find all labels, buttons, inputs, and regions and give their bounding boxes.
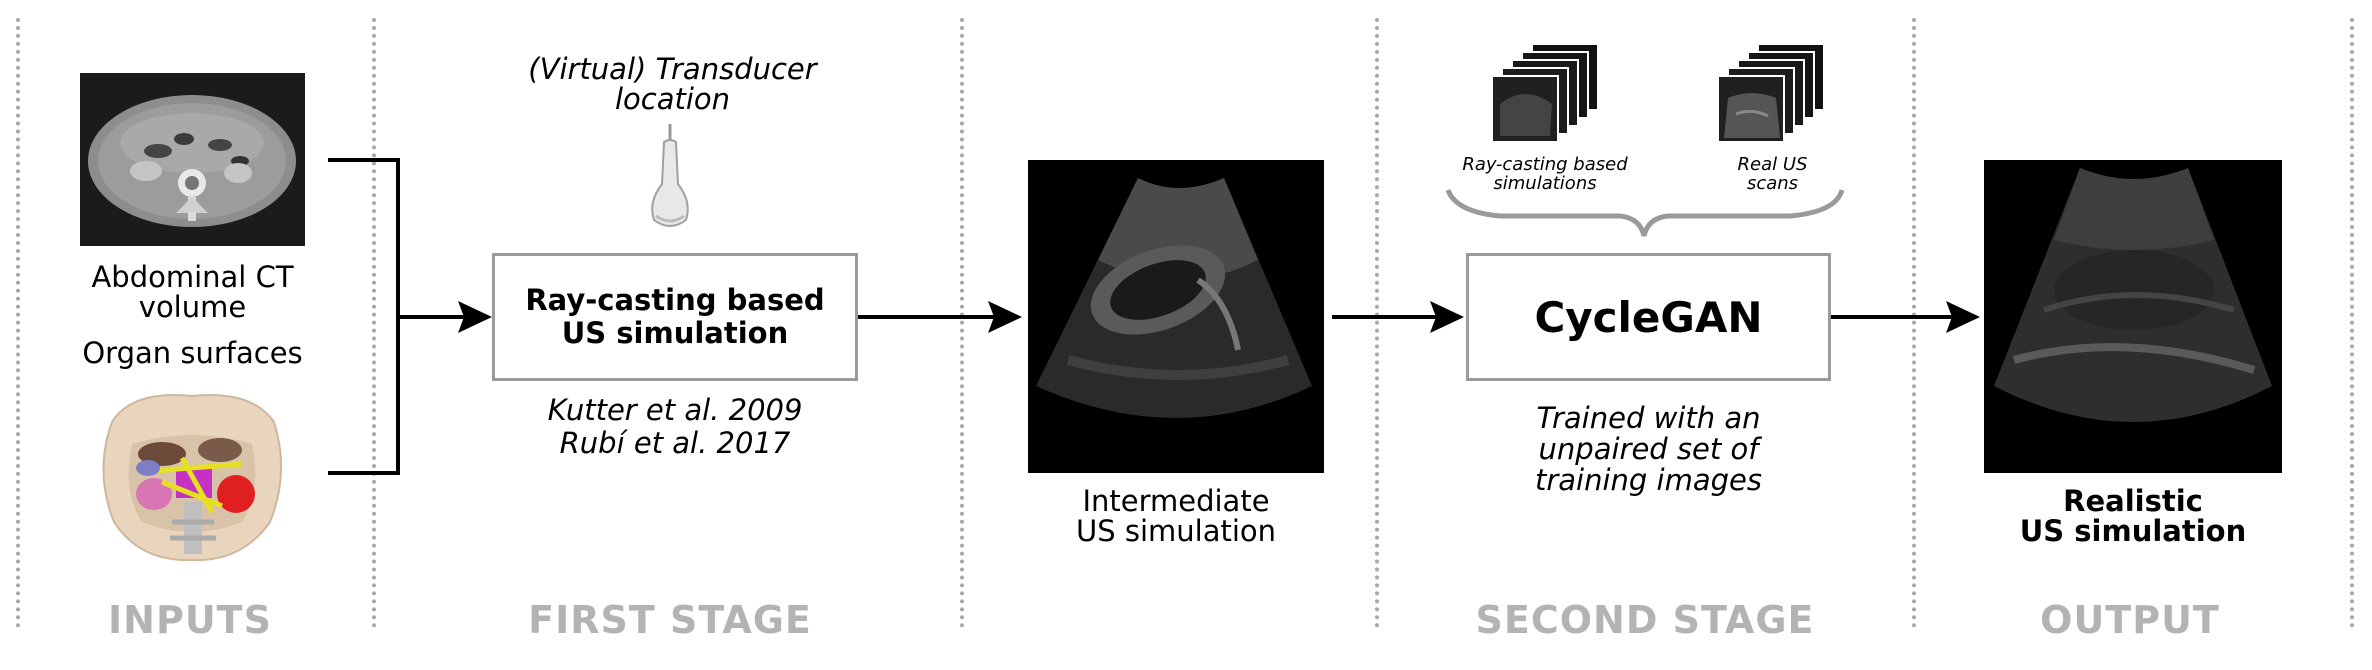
arrow-inputs-to-raycasting — [398, 301, 492, 333]
simulations-set-label: Ray-casting based simulations — [1440, 155, 1650, 193]
separator-6 — [2350, 18, 2354, 628]
training-note-line3: training images — [1534, 463, 1762, 497]
training-note-line1: Trained with an — [1536, 401, 1761, 435]
ct-label-line1: Abdominal CT — [91, 260, 294, 294]
arrow-intermediate-to-cyclegan — [1332, 301, 1464, 333]
intermediate-label: Intermediate US simulation — [1028, 486, 1324, 546]
cyclegan-box: CycleGAN — [1466, 253, 1831, 381]
intermediate-label-line1: Intermediate — [1082, 484, 1270, 518]
output-label-line1: Realistic — [2063, 484, 2203, 518]
separator-5 — [1912, 18, 1916, 628]
transducer-label-line2: location — [614, 82, 731, 116]
arrow-raycasting-to-intermediate — [858, 301, 1022, 333]
separator-1 — [16, 18, 20, 628]
real-scans-set-line1: Real US — [1737, 154, 1808, 175]
intermediate-label-line2: US simulation — [1075, 514, 1277, 548]
intermediate-us-image — [1028, 160, 1324, 473]
training-note: Trained with an unpaired set of training… — [1466, 403, 1831, 496]
stage-second: SECOND STAGE — [1475, 598, 1815, 642]
real-scans-set-line2: scans — [1746, 173, 1799, 194]
output-label: Realistic US simulation — [1984, 486, 2282, 546]
cyclegan-box-label: CycleGAN — [1534, 292, 1763, 342]
reference-kutter: Kutter et al. 2009 — [547, 393, 803, 427]
organ-surfaces-image — [92, 382, 292, 567]
raycasting-box-line2: US simulation — [561, 316, 789, 350]
training-set-brace — [1445, 188, 1845, 237]
separator-2 — [372, 18, 376, 628]
arrow-cyclegan-to-output — [1831, 301, 1980, 333]
output-label-line2: US simulation — [2019, 514, 2247, 548]
real-us-image-stack — [1717, 43, 1826, 152]
raycasting-box-line1: Ray-casting based — [525, 283, 825, 317]
simulated-image-stack — [1491, 43, 1600, 152]
stage-inputs: INPUTS — [108, 598, 272, 642]
separator-3 — [960, 18, 964, 628]
simulations-set-line2: simulations — [1493, 173, 1597, 194]
ct-label: Abdominal CT volume — [60, 262, 325, 322]
real-scans-set-label: Real US scans — [1700, 155, 1845, 193]
input-bracket — [328, 158, 400, 475]
transducer-icon — [634, 124, 706, 234]
stage-output: OUTPUT — [2040, 598, 2220, 642]
training-note-line2: unpaired set of — [1538, 432, 1759, 466]
reference-rubi: Rubí et al. 2017 — [559, 426, 791, 460]
transducer-label-line1: (Virtual) Transducer — [528, 52, 817, 86]
separator-4 — [1375, 18, 1379, 628]
realistic-us-image — [1984, 160, 2282, 473]
ct-label-line2: volume — [138, 290, 247, 324]
simulations-set-line1: Ray-casting based — [1462, 154, 1628, 175]
raycasting-box: Ray-casting based US simulation — [492, 253, 858, 381]
stage-first: FIRST STAGE — [528, 598, 812, 642]
organ-label: Organ surfaces — [82, 336, 303, 370]
ct-scan-image — [80, 73, 305, 246]
references: Kutter et al. 2009 Rubí et al. 2017 — [492, 394, 858, 460]
transducer-label: (Virtual) Transducer location — [500, 54, 845, 114]
